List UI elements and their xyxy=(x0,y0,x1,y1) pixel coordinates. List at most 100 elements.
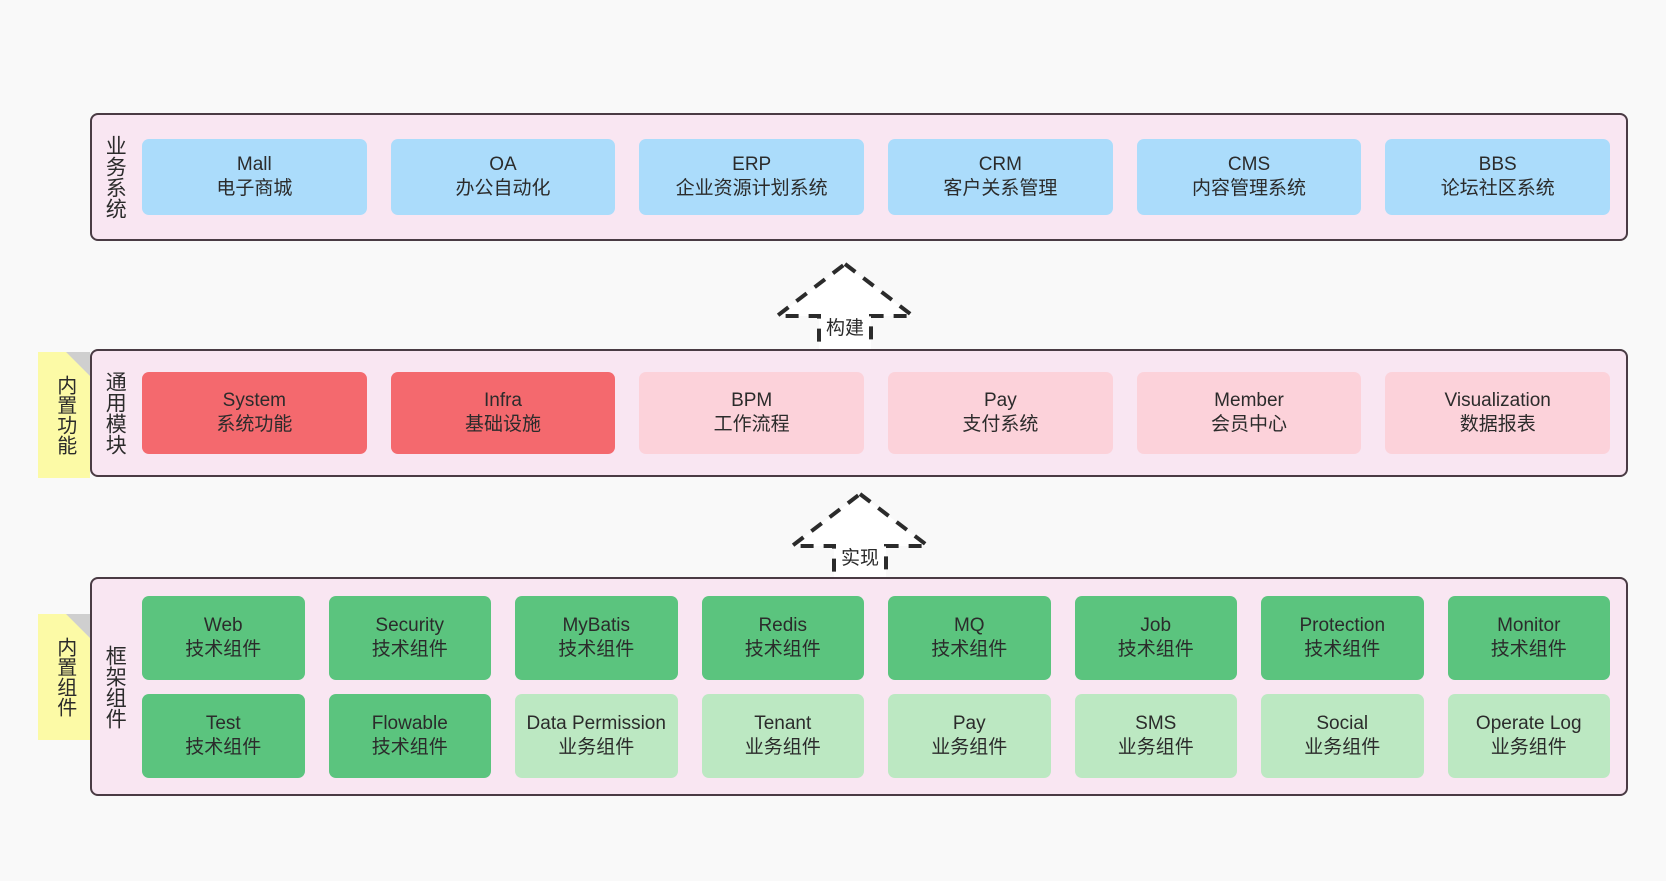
note-label: 内置组件 xyxy=(53,637,76,717)
node-subtitle: 技术组件 xyxy=(185,638,262,660)
node-infra[interactable]: Infra 基础设施 xyxy=(390,372,616,454)
node-crm[interactable]: CRM 客户关系管理 xyxy=(888,139,1113,215)
node-title: Social xyxy=(1316,712,1369,734)
node-title: System xyxy=(222,390,287,412)
node-title: Pay xyxy=(952,712,986,734)
node-subtitle: 办公自动化 xyxy=(455,178,551,199)
node-mq[interactable]: MQ 技术组件 xyxy=(888,595,1051,680)
arrow-realize: 实现 xyxy=(780,488,940,588)
node-subtitle: 业务组件 xyxy=(1117,736,1194,758)
node-oa[interactable]: OA 办公自动化 xyxy=(390,139,616,215)
layer-row: System 系统功能 Infra 基础设施 BPM 工作流程 Pay 支付系统… xyxy=(142,372,1611,454)
node-subtitle: 技术组件 xyxy=(371,638,448,660)
node-pay[interactable]: Pay 支付系统 xyxy=(888,372,1113,454)
node-title: CMS xyxy=(1227,154,1271,176)
node-subtitle: 企业资源计划系统 xyxy=(675,178,828,199)
node-tenant[interactable]: Tenant 业务组件 xyxy=(701,693,864,778)
node-subtitle: 业务组件 xyxy=(1490,736,1567,758)
node-bbs[interactable]: BBS 论坛社区系统 xyxy=(1385,139,1611,215)
note-label: 内置功能 xyxy=(53,375,76,455)
node-title: Visualization xyxy=(1444,390,1551,412)
node-title: MQ xyxy=(953,614,985,636)
node-subtitle: 电子商城 xyxy=(216,178,293,199)
layer-title-business: 业务系统 xyxy=(103,135,127,219)
node-subtitle: 业务组件 xyxy=(1304,736,1381,758)
layer-body-business: Mall 电子商城 OA 办公自动化 ERP 企业资源计划系统 CRM 客户关系… xyxy=(136,115,1626,239)
node-title: Security xyxy=(375,614,445,636)
node-title: ERP xyxy=(732,154,772,176)
layer-row: Web 技术组件 Security 技术组件 MyBatis 技术组件 Redi… xyxy=(142,595,1610,680)
layer-title-framework: 框架组件 xyxy=(103,644,127,729)
layer-row: Test 技术组件 Flowable 技术组件 Data Permission … xyxy=(142,693,1610,778)
node-cms[interactable]: CMS 内容管理系统 xyxy=(1136,139,1362,215)
node-title: Pay xyxy=(983,390,1017,412)
node-member[interactable]: Member 会员中心 xyxy=(1136,372,1362,454)
node-subtitle: 技术组件 xyxy=(1117,638,1194,660)
node-subtitle: 技术组件 xyxy=(185,736,262,758)
node-subtitle: 技术组件 xyxy=(1490,638,1567,660)
node-subtitle: 会员中心 xyxy=(1211,414,1288,435)
node-subtitle: 内容管理系统 xyxy=(1192,178,1307,199)
node-title: Test xyxy=(205,712,241,734)
node-subtitle: 技术组件 xyxy=(1304,638,1381,660)
arrow-realize-label: 实现 xyxy=(840,548,879,569)
node-mybatis[interactable]: MyBatis 技术组件 xyxy=(515,595,678,680)
node-operate-log[interactable]: Operate Log 业务组件 xyxy=(1447,693,1610,778)
node-subtitle: 业务组件 xyxy=(931,736,1008,758)
node-subtitle: 业务组件 xyxy=(558,736,635,758)
node-subtitle: 业务组件 xyxy=(744,736,821,758)
node-title: Flowable xyxy=(371,712,448,734)
node-subtitle: 基础设施 xyxy=(465,414,542,435)
node-subtitle: 工作流程 xyxy=(713,414,790,435)
node-data-permission[interactable]: Data Permission 业务组件 xyxy=(515,693,678,778)
node-title: BBS xyxy=(1478,154,1517,176)
node-security[interactable]: Security 技术组件 xyxy=(328,595,491,680)
layer-title-common: 通用模块 xyxy=(103,371,127,455)
node-title: BPM xyxy=(731,390,773,412)
layer-row: Mall 电子商城 OA 办公自动化 ERP 企业资源计划系统 CRM 客户关系… xyxy=(142,139,1611,215)
layer-body-framework: Web 技术组件 Security 技术组件 MyBatis 技术组件 Redi… xyxy=(136,579,1626,794)
node-title: OA xyxy=(489,154,517,176)
node-social[interactable]: Social 业务组件 xyxy=(1261,693,1424,778)
node-subtitle: 系统功能 xyxy=(216,414,293,435)
note-builtin-function: 内置功能 xyxy=(38,352,90,478)
arrow-build-label: 构建 xyxy=(825,318,864,339)
node-system[interactable]: System 系统功能 xyxy=(142,372,367,454)
node-monitor[interactable]: Monitor 技术组件 xyxy=(1447,595,1610,680)
node-mall[interactable]: Mall 电子商城 xyxy=(142,139,367,215)
node-redis[interactable]: Redis 技术组件 xyxy=(701,595,864,680)
node-sms[interactable]: SMS 业务组件 xyxy=(1074,693,1237,778)
node-subtitle: 数据报表 xyxy=(1459,414,1536,435)
node-bpm[interactable]: BPM 工作流程 xyxy=(639,372,865,454)
layer-body-common: System 系统功能 Infra 基础设施 BPM 工作流程 Pay 支付系统… xyxy=(136,351,1626,475)
node-title: Job xyxy=(1140,614,1172,636)
node-subtitle: 技术组件 xyxy=(931,638,1008,660)
node-visualization[interactable]: Visualization 数据报表 xyxy=(1385,372,1611,454)
layer-framework-components: 框架组件 Web 技术组件 Security 技术组件 MyBatis 技术组件… xyxy=(90,577,1628,796)
node-subtitle: 论坛社区系统 xyxy=(1440,178,1555,199)
node-web[interactable]: Web 技术组件 xyxy=(142,595,305,680)
node-subtitle: 技术组件 xyxy=(371,736,448,758)
node-title: Infra xyxy=(483,390,523,412)
node-erp[interactable]: ERP 企业资源计划系统 xyxy=(639,139,865,215)
node-job[interactable]: Job 技术组件 xyxy=(1074,595,1237,680)
node-title: Tenant xyxy=(754,712,812,734)
node-subtitle: 技术组件 xyxy=(558,638,635,660)
node-subtitle: 技术组件 xyxy=(744,638,821,660)
node-pay-component[interactable]: Pay 业务组件 xyxy=(888,693,1051,778)
node-test[interactable]: Test 技术组件 xyxy=(142,693,305,778)
node-title: Protection xyxy=(1299,614,1386,636)
node-subtitle: 客户关系管理 xyxy=(943,178,1058,199)
node-title: CRM xyxy=(978,154,1022,176)
node-title: Operate Log xyxy=(1475,712,1582,734)
node-title: Data Permission xyxy=(526,712,666,734)
node-title: MyBatis xyxy=(562,614,631,636)
node-title: SMS xyxy=(1135,712,1177,734)
node-title: Redis xyxy=(758,614,808,636)
node-protection[interactable]: Protection 技术组件 xyxy=(1261,595,1424,680)
node-title: Member xyxy=(1214,390,1284,412)
node-title: Mall xyxy=(236,154,272,176)
node-flowable[interactable]: Flowable 技术组件 xyxy=(328,693,491,778)
note-builtin-component: 内置组件 xyxy=(38,614,90,740)
